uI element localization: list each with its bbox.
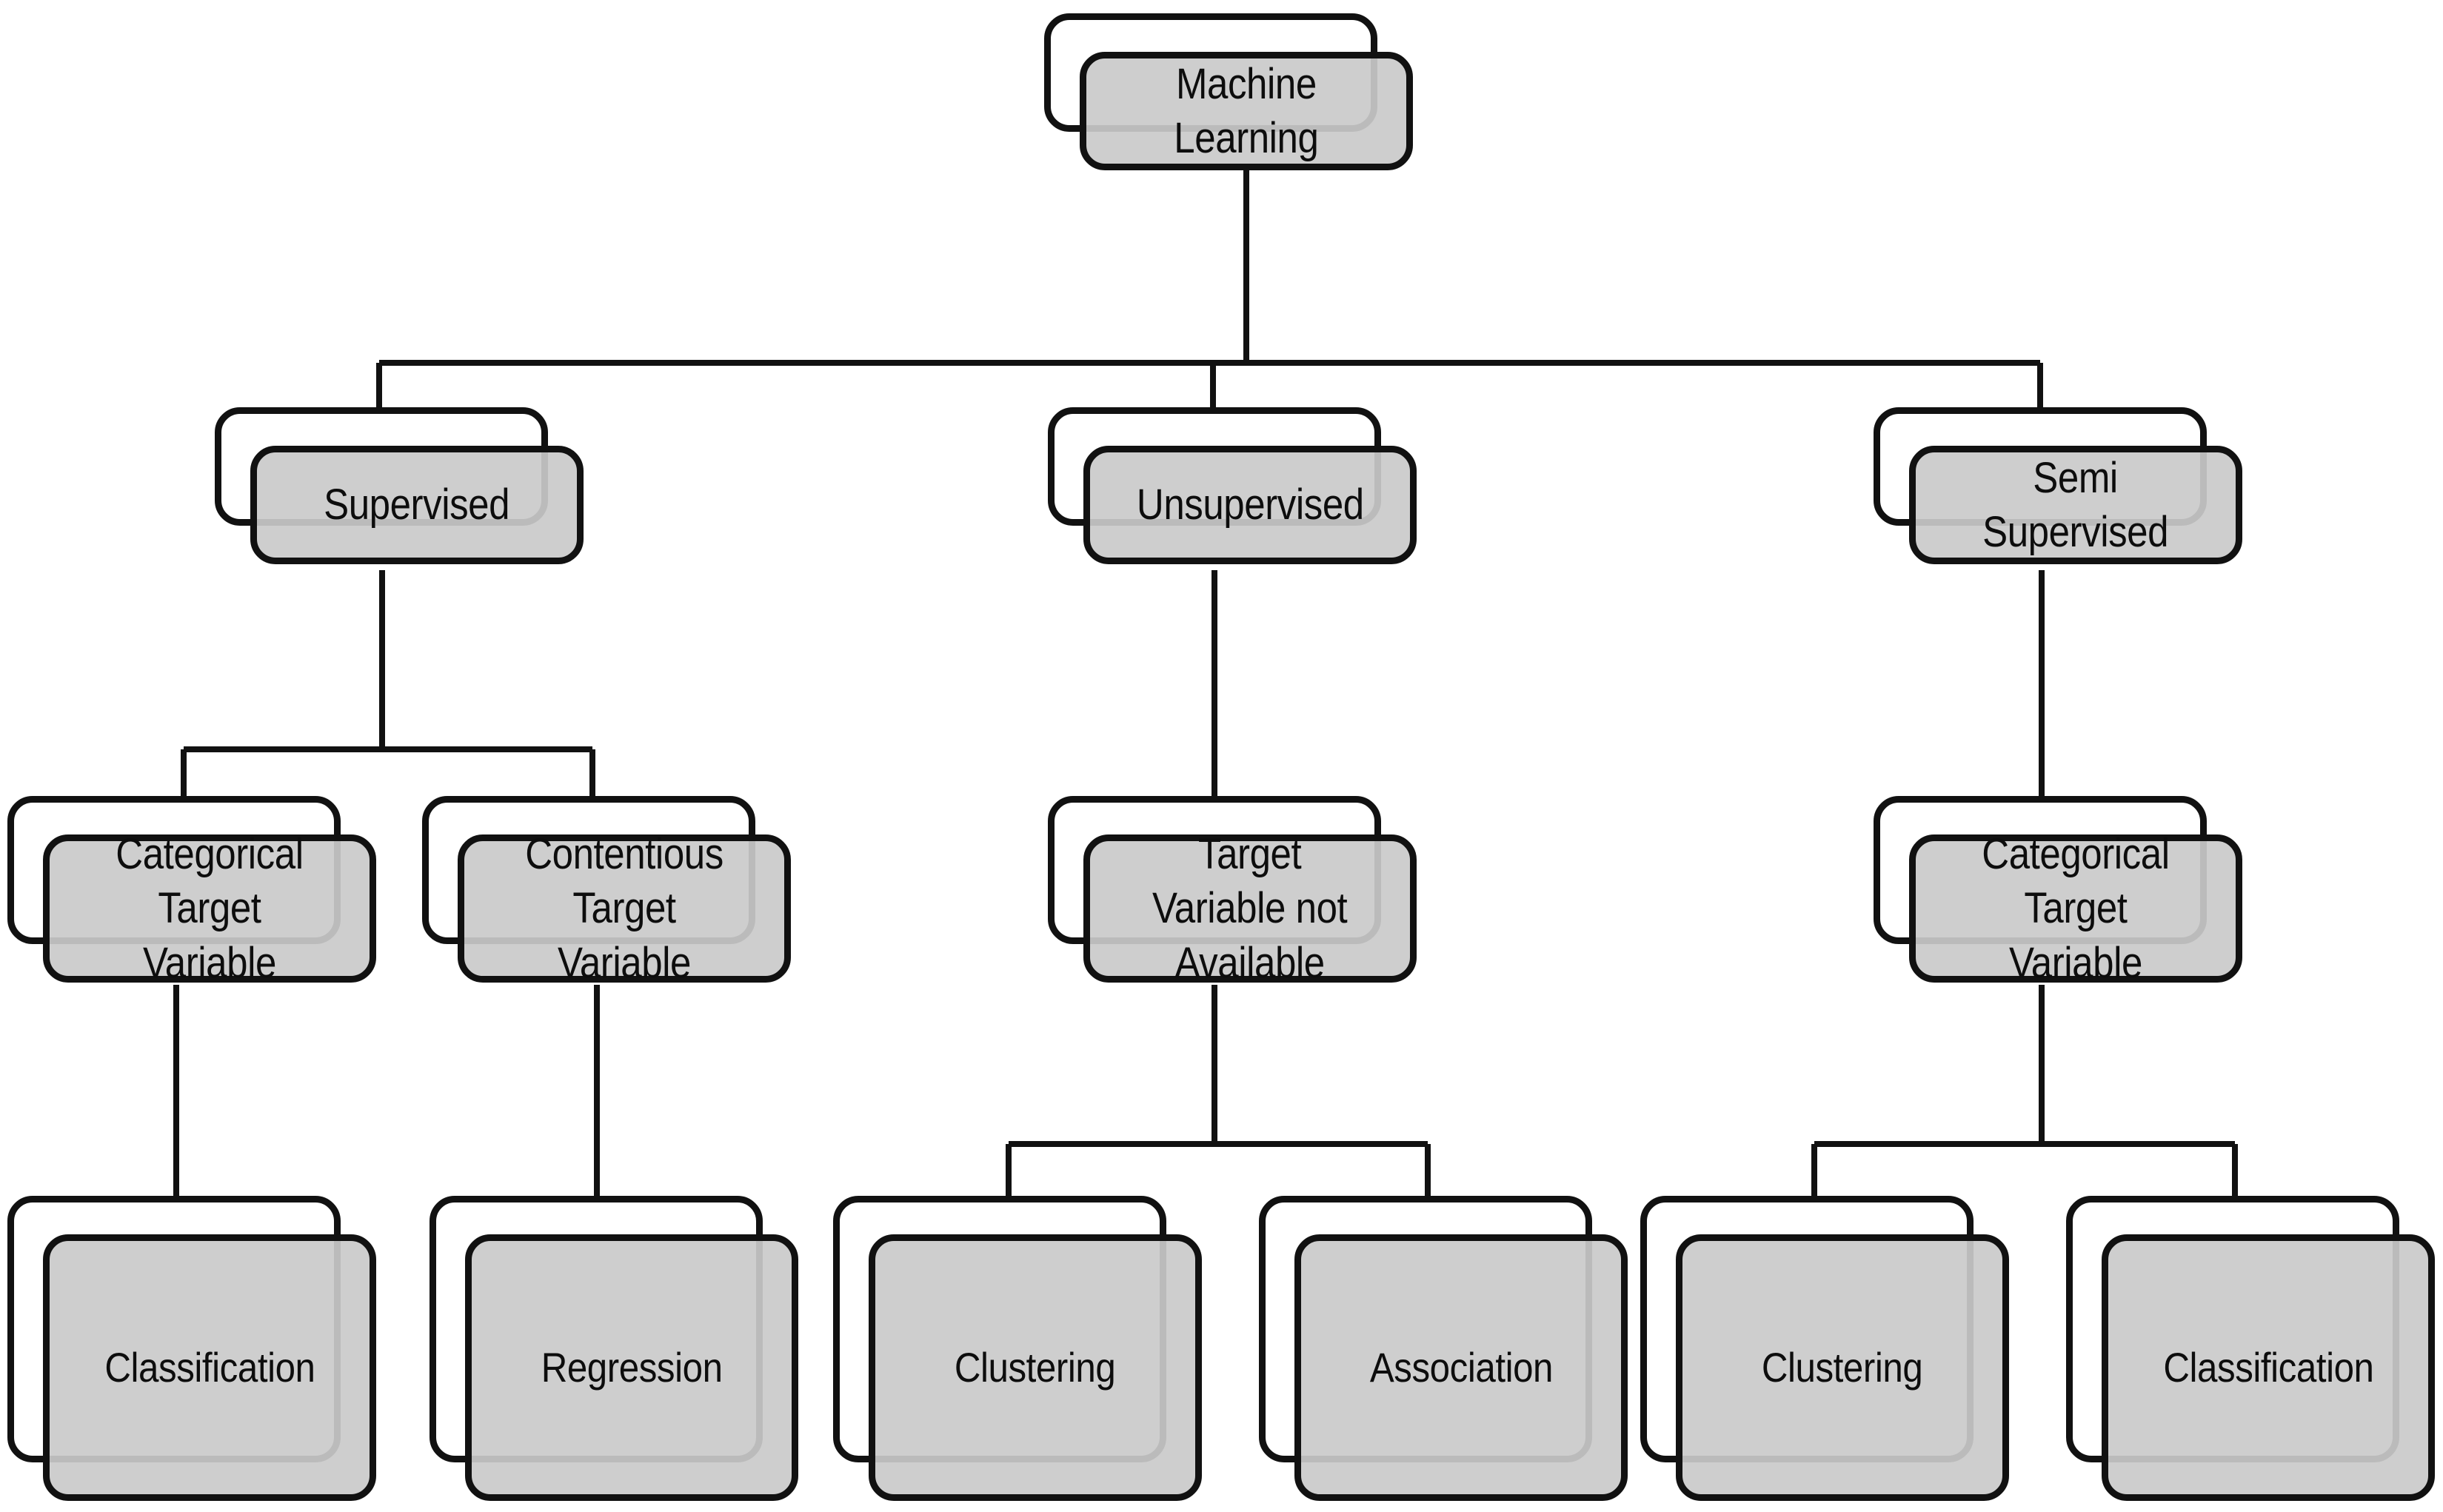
node-supervised-contentious-target-variable[interactable]: Contentious Target Variable xyxy=(422,796,791,987)
node-classification-semi-supervised[interactable]: Classification xyxy=(2066,1196,2435,1501)
node-card-front: Categorical Target Variable xyxy=(43,830,376,987)
node-classification-supervised[interactable]: Classification xyxy=(7,1196,376,1501)
node-card-front: Classification xyxy=(43,1234,376,1501)
node-regression[interactable]: Regression xyxy=(430,1196,798,1501)
node-clustering-semi-supervised[interactable]: Clustering xyxy=(1640,1196,2009,1501)
node-clustering-unsupervised[interactable]: Clustering xyxy=(833,1196,1202,1501)
node-card-front: Semi Supervised xyxy=(1909,446,2242,564)
node-card-front: Unsupervised xyxy=(1083,446,1417,564)
node-label: Categorical Target Variable xyxy=(1982,830,2170,987)
node-association[interactable]: Association xyxy=(1259,1196,1628,1501)
node-label: Classification xyxy=(2162,1343,2374,1391)
node-card-front: Contentious Target Variable xyxy=(458,830,791,987)
node-label: Classification xyxy=(104,1343,315,1391)
node-supervised[interactable]: Supervised xyxy=(215,407,584,564)
node-card-front: Clustering xyxy=(869,1234,1202,1501)
node-label: Association xyxy=(1369,1343,1553,1391)
node-label: Contentious Target Variable xyxy=(525,830,723,987)
node-card-front: Classification xyxy=(2102,1234,2435,1501)
node-label: Semi Supervised xyxy=(1982,453,2169,556)
node-semi-supervised[interactable]: Semi Supervised xyxy=(1874,407,2242,564)
node-target-variable-not-available[interactable]: Target Variable not Available xyxy=(1048,796,1417,987)
node-card-front: Machine Learning xyxy=(1080,52,1413,170)
node-card-front: Regression xyxy=(465,1234,798,1501)
node-label: Unsupervised xyxy=(1136,481,1364,529)
node-card-front: Supervised xyxy=(250,446,584,564)
node-label: Machine Learning xyxy=(1174,59,1319,162)
node-label: Regression xyxy=(541,1343,723,1391)
node-label: Clustering xyxy=(955,1343,1116,1391)
node-label: Target Variable not Available xyxy=(1152,830,1348,987)
node-label: Supervised xyxy=(324,481,510,529)
node-card-front: Clustering xyxy=(1676,1234,2009,1501)
node-machine-learning[interactable]: Machine Learning xyxy=(1044,13,1413,170)
node-label: Categorical Target Variable xyxy=(116,830,304,987)
node-supervised-categorical-target-variable[interactable]: Categorical Target Variable xyxy=(7,796,376,987)
node-semi-categorical-target-variable[interactable]: Categorical Target Variable xyxy=(1874,796,2242,987)
node-card-front: Association xyxy=(1294,1234,1628,1501)
node-card-front: Target Variable not Available xyxy=(1083,830,1417,987)
node-card-front: Categorical Target Variable xyxy=(1909,830,2242,987)
node-label: Clustering xyxy=(1762,1343,1923,1391)
node-unsupervised[interactable]: Unsupervised xyxy=(1048,407,1417,564)
